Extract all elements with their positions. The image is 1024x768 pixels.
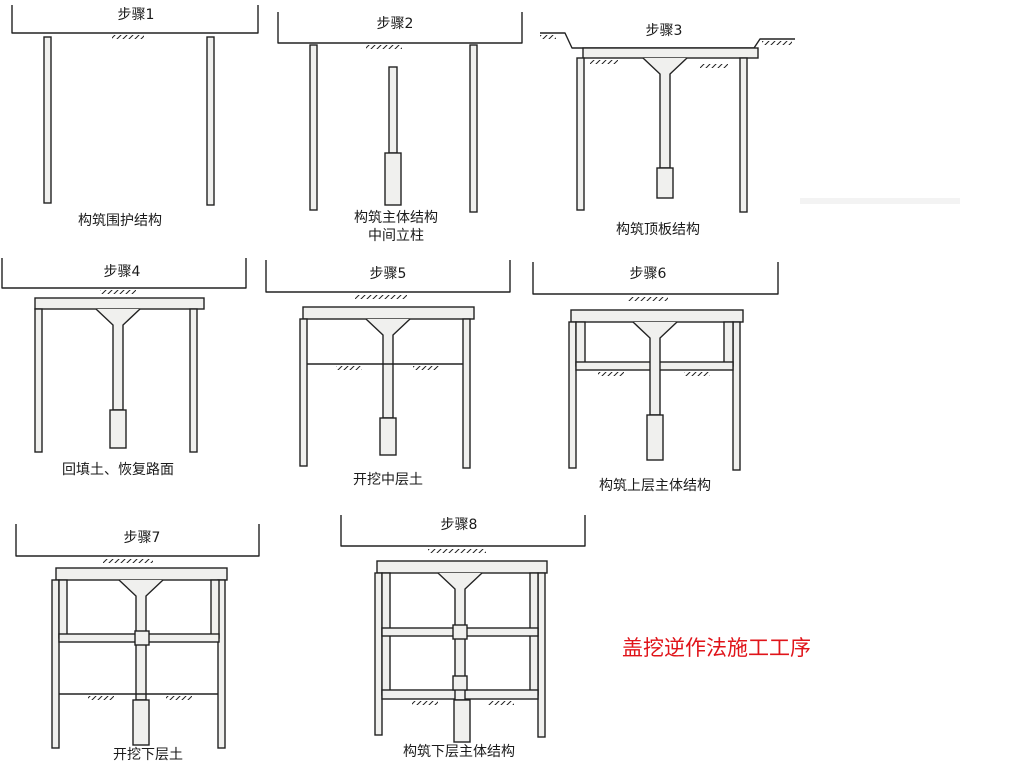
step-5-ground-frame <box>265 260 511 293</box>
step-5-excavation-hatch-left <box>336 366 362 370</box>
step-4-label: 步骤4 <box>103 264 141 280</box>
step-5-roof-slab <box>302 306 475 320</box>
step-8-column-pile <box>453 699 471 743</box>
step-1-right-wall <box>206 36 215 206</box>
step-3-roof-slab <box>582 47 759 59</box>
step-3-left-wall <box>576 57 585 211</box>
step-5-left-wall <box>299 318 308 467</box>
step-4-ground-frame <box>1 258 247 289</box>
step-7-roof-slab <box>55 567 228 581</box>
step-6-ground-hatch <box>628 297 668 301</box>
step-8-hatch-right <box>488 701 514 705</box>
step-3-roof-hatch-left <box>590 60 618 64</box>
step-4-column-pile <box>109 409 127 449</box>
step-6-ground-frame <box>532 262 779 295</box>
step-4-t-column <box>95 308 141 411</box>
step-2-ground-hatch <box>366 45 402 49</box>
step-6-right-wall <box>732 321 741 471</box>
step-4-left-wall <box>34 308 43 453</box>
step-6-roof-slab <box>570 309 744 323</box>
step-5-excavation-hatch-right <box>413 366 439 370</box>
scan-artifact <box>800 198 960 204</box>
step-4-right-wall <box>189 308 198 453</box>
step-7-left-wall <box>51 579 60 749</box>
step-7-column-pile <box>132 699 150 746</box>
step-1-ground-frame <box>11 5 259 34</box>
step-2-left-wall <box>309 44 318 211</box>
step-6-hatch-left <box>598 372 624 376</box>
step-3-right-wall <box>739 57 748 213</box>
diagram-title: 盖挖逆作法施工工序 <box>622 636 811 660</box>
step-2-ground-frame <box>277 12 523 44</box>
step-3-roof-hatch-right <box>700 64 728 68</box>
step-4-ground-hatch <box>100 290 136 294</box>
step-4-caption: 回填土、恢复路面 <box>62 462 174 478</box>
step-8-ground-hatch <box>428 549 486 553</box>
step-8-column-joint-lower <box>452 675 468 691</box>
step-6-caption: 构筑上层主体结构 <box>599 478 711 494</box>
step-2-column-pile <box>384 152 402 206</box>
step-6-inner-wall-left <box>575 321 586 367</box>
step-7-inner-wall-left <box>58 579 68 639</box>
step-7-excavation-hatch-left <box>88 696 114 700</box>
step-3-label: 步骤3 <box>645 23 683 39</box>
step-1-label: 步骤1 <box>117 7 155 23</box>
step-3-t-column <box>642 57 688 169</box>
step-2-caption-line-1: 构筑主体结构 <box>354 210 438 226</box>
step-1-left-wall <box>43 36 52 204</box>
step-5-column-pile <box>379 417 397 456</box>
step-2-caption-line-2: 中间立柱 <box>368 228 424 244</box>
step-1-ground-hatch <box>112 35 144 39</box>
step-2-right-wall <box>469 44 478 213</box>
step-7-column-joint <box>134 630 150 646</box>
step-6-hatch-right <box>684 372 710 376</box>
step-5-label: 步骤5 <box>369 266 407 282</box>
step-7-caption: 开挖下层土 <box>113 747 183 763</box>
step-7-excavation-hatch-right <box>166 696 192 700</box>
step-8-caption: 构筑下层主体结构 <box>403 744 515 760</box>
step-8-right-wall <box>537 572 546 738</box>
step-6-column-pile <box>646 414 664 461</box>
step-8-left-wall <box>374 572 383 736</box>
step-7-ground-hatch <box>103 559 153 563</box>
step-5-caption: 开挖中层土 <box>353 472 423 488</box>
step-5-ground-hatch <box>355 295 407 299</box>
step-8-hatch-left <box>412 701 438 705</box>
step-2-column <box>388 66 398 154</box>
step-7-inner-wall-right <box>210 579 220 639</box>
step-8-label: 步骤8 <box>440 517 478 533</box>
step-1-caption: 构筑围护结构 <box>78 213 162 229</box>
step-7-label: 步骤7 <box>123 530 161 546</box>
step-3-caption: 构筑顶板结构 <box>616 222 700 238</box>
step-3-column-pile <box>656 167 674 199</box>
step-3-left-hatch <box>540 35 556 39</box>
step-3-right-hatch <box>762 41 792 45</box>
step-5-right-wall <box>462 318 471 469</box>
step-6-left-wall <box>568 321 577 469</box>
step-7-ground-frame <box>15 524 260 557</box>
step-8-column-joint-upper <box>452 624 468 640</box>
step-5-t-column <box>365 318 411 419</box>
step-8-ground-frame <box>340 515 586 547</box>
step-8-roof-slab <box>376 560 548 574</box>
step-4-roof-slab <box>34 297 205 310</box>
step-2-label: 步骤2 <box>376 16 414 32</box>
step-6-label: 步骤6 <box>629 266 667 282</box>
step-7-right-wall <box>217 579 226 749</box>
step-6-inner-wall-right <box>723 321 734 367</box>
